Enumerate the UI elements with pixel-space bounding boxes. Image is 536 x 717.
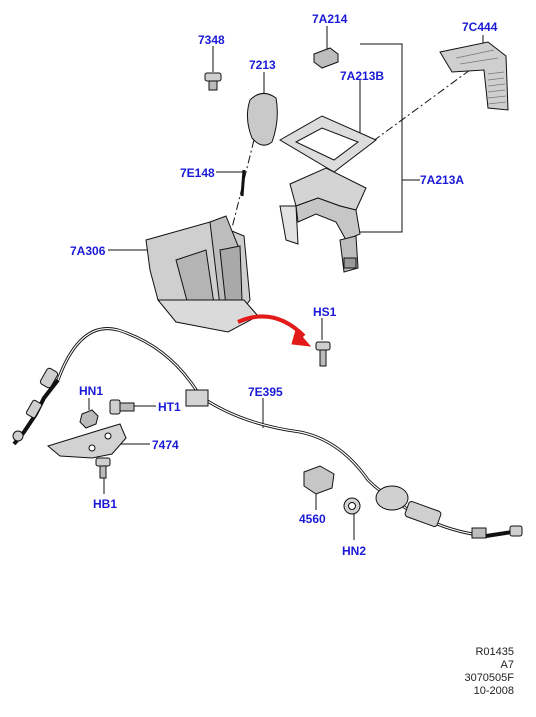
reference-number: 3070505F [464,672,514,684]
label-7A213A: 7A213A [420,173,465,187]
shift-knob-part [246,93,278,146]
reference-code: R01435 [475,646,514,658]
red-arrow [237,314,312,347]
reference-sheet: A7 [500,659,514,671]
label-7348: 7348 [198,33,225,47]
alignment-line-lever [231,139,255,229]
stud-bolt-part [315,341,331,367]
label-7A214: 7A214 [312,12,348,26]
nut-hn1-part [79,409,99,429]
nut-hn2-part [343,497,361,515]
label-7C444: 7C444 [462,20,498,34]
bezel-part [279,115,377,173]
bolt-hb1-part [95,457,111,479]
bracket-7474-part [46,423,127,459]
reference-block: R01435 A7 3070505F 10-2008 [464,646,514,698]
label-7213: 7213 [249,58,276,72]
label-HS1: HS1 [313,305,337,319]
label-7E395: 7E395 [248,385,283,399]
cable-part [12,327,513,538]
console-part [279,167,367,273]
label-4560: 4560 [299,512,326,526]
trim-strip-part [439,41,509,111]
bolt-ht1-part [109,399,135,415]
cable-fittings [12,367,523,539]
label-HT1: HT1 [158,400,181,414]
label-HN2: HN2 [342,544,367,558]
label-7A306: 7A306 [70,244,106,258]
shifter-assembly-part [145,215,259,333]
bolt-7348-part [204,72,222,91]
bracket-7A213 [360,43,403,233]
pin-part [240,169,246,197]
reference-date: 10-2008 [473,685,514,697]
label-7474: 7474 [152,438,179,452]
label-7A213B: 7A213B [340,69,385,83]
label-HB1: HB1 [93,497,118,511]
clip-4560-part [303,465,335,495]
label-HN1: HN1 [79,384,104,398]
label-7E148: 7E148 [180,166,215,180]
clip-part [313,47,339,69]
